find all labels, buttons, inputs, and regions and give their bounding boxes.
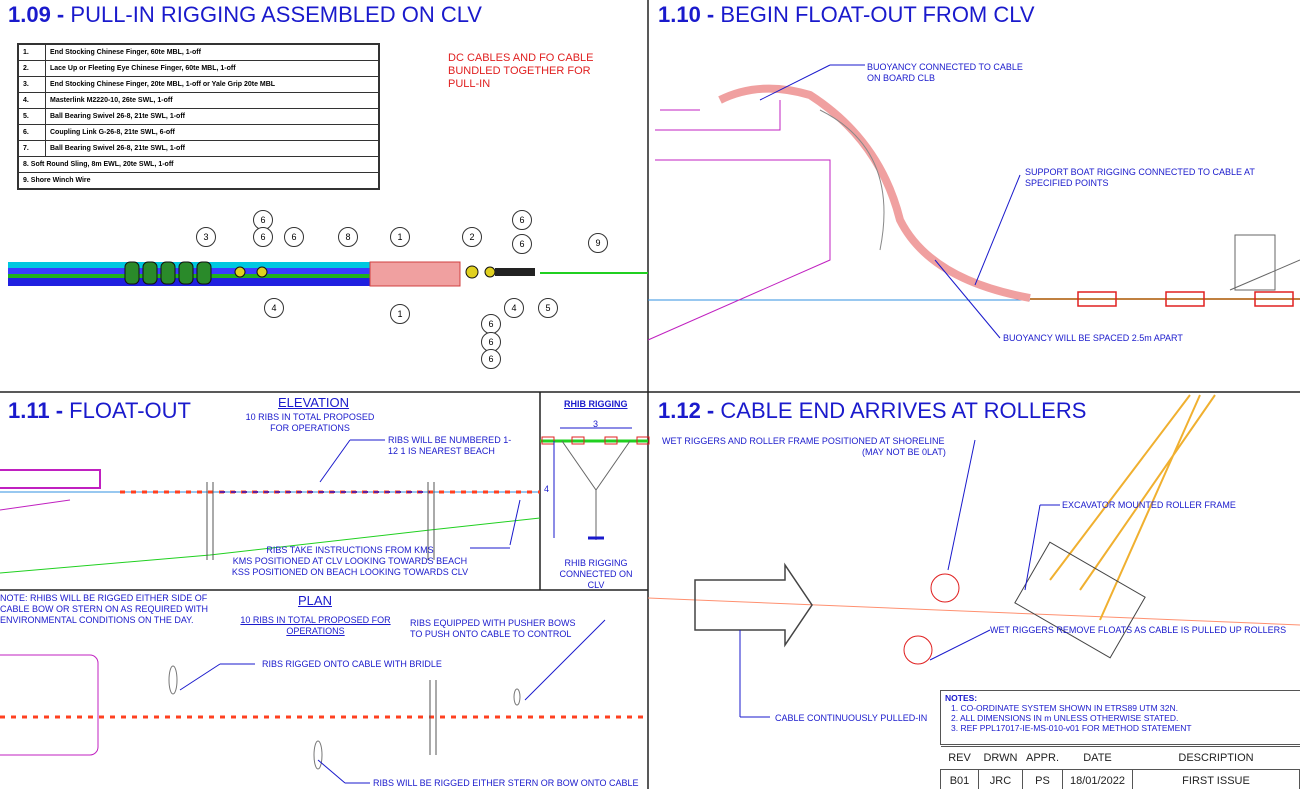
legend-number: 4. (17, 92, 46, 109)
legend-text: Lace Up or Fleeting Eye Chinese Finger, … (45, 60, 380, 77)
callout-bubble: 3 (196, 227, 216, 247)
callout-bubble: 2 (462, 227, 482, 247)
legend-row: 6.Coupling Link G-26-8, 21te SWL, 6-off (17, 124, 380, 141)
cable-end-rollers-drawing (647, 394, 1300, 718)
legend-row: 8. Soft Round Sling, 8m EWL, 20te SWL, 1… (17, 156, 380, 173)
plan-note: 10 RIBS IN TOTAL PROPOSED FOR OPERATIONS (240, 615, 391, 636)
callout-bubble: 8 (338, 227, 358, 247)
wet-riggers-sublabel: (MAY NOT BE 0LAT) (862, 447, 946, 457)
date-cell: 18/01/2022 (1062, 769, 1133, 789)
excavator-label: EXCAVATOR MOUNTED ROLLER FRAME (1062, 500, 1236, 510)
legend-row: 3.End Stocking Chinese Finger, 20te MBL,… (17, 76, 380, 93)
callout-bubble: 5 (538, 298, 558, 318)
legend-text: 8. Soft Round Sling, 8m EWL, 20te SWL, 1… (17, 156, 380, 173)
buoyancy-spacing-label: BUOYANCY WILL BE SPACED 2.5m APART (1003, 333, 1183, 343)
remove-floats-label: WET RIGGERS REMOVE FLOATS AS CABLE IS PU… (990, 625, 1287, 635)
panel-title-1-09: 1.09 - PULL-IN RIGGING ASSEMBLED ON CLV (8, 2, 482, 27)
rhib-width-dimension: 3 (593, 419, 599, 429)
rigging-legend-table: 1.End Stocking Chinese Finger, 60te MBL,… (17, 43, 380, 190)
description-cell: FIRST ISSUE (1132, 769, 1300, 789)
legend-row: 2.Lace Up or Fleeting Eye Chinese Finger… (17, 60, 380, 77)
legend-text: Masterlink M2220-10, 26te SWL, 1-off (45, 92, 380, 109)
wet-riggers-label: WET RIGGERS AND ROLLER FRAME POSITIONED … (662, 436, 945, 446)
callout-bubble: 6 (512, 234, 532, 254)
header-rev: REV (940, 746, 979, 770)
header-description: DESCRIPTION (1132, 746, 1300, 770)
legend-text: Ball Bearing Swivel 26-8, 21te SWL, 1-of… (45, 140, 380, 157)
callout-bubble: 6 (512, 210, 532, 230)
revision-row: B01 JRC PS 18/01/2022 FIRST ISSUE (940, 769, 1300, 789)
notes-box: NOTES: 1. CO-ORDINATE SYSTEM SHOWN IN ET… (940, 690, 1300, 745)
legend-number: 1. (17, 43, 46, 61)
header-appr: APPR. (1022, 746, 1063, 770)
legend-row: 5.Ball Bearing Swivel 26-8, 21te SWL, 1-… (17, 108, 380, 125)
header-drwn: DRWN (978, 746, 1023, 770)
legend-text: End Stocking Chinese Finger, 60te MBL, 1… (45, 43, 380, 61)
legend-number: 5. (17, 108, 46, 125)
note-item: 2. ALL DIMENSIONS IN m UNLESS OTHERWISE … (951, 713, 1179, 723)
drwn-cell: JRC (978, 769, 1023, 789)
pull-in-rigging-drawing (8, 261, 648, 287)
rhib-rigging-heading: RHIB RIGGING (564, 399, 628, 409)
header-date: DATE (1062, 746, 1133, 770)
support-boat-rigging-label: SUPPORT BOAT RIGGING CONNECTED TO CABLE … (1025, 167, 1255, 188)
float-out-clv-drawing (647, 64, 1300, 341)
legend-text: End Stocking Chinese Finger, 20te MBL, 1… (45, 76, 380, 93)
legend-text: Coupling Link G-26-8, 21te SWL, 6-off (45, 124, 380, 141)
callout-bubble: 1 (390, 304, 410, 324)
callout-bubble: 6 (481, 314, 501, 334)
notes-heading: NOTES: (945, 693, 978, 703)
kms-position-label: KMS POSITIONED AT CLV LOOKING TOWARDS BE… (232, 556, 468, 566)
legend-text: Ball Bearing Swivel 26-8, 21te SWL, 1-of… (45, 108, 380, 125)
legend-row: 7.Ball Bearing Swivel 26-8, 21te SWL, 1-… (17, 140, 380, 157)
buoyancy-connected-label: BUOYANCY CONNECTED TO CABLE ON BOARD CLB (867, 62, 1023, 83)
legend-number: 6. (17, 124, 46, 141)
legend-row: 4.Masterlink M2220-10, 26te SWL, 1-off (17, 92, 380, 109)
legend-row: 9. Shore Winch Wire (17, 172, 380, 190)
rev-cell: B01 (940, 769, 979, 789)
bundled-cables-note: DC CABLES AND FO CABLE BUNDLED TOGETHER … (448, 52, 594, 90)
callout-bubble: 6 (284, 227, 304, 247)
callout-bubble: 6 (481, 349, 501, 369)
note-item: 3. REF PPL17017-IE-MS-010-v01 FOR METHOD… (951, 723, 1192, 733)
callout-bubble: 4 (264, 298, 284, 318)
bridle-label: RIBS RIGGED ONTO CABLE WITH BRIDLE (262, 659, 442, 669)
callout-bubble: 6 (253, 227, 273, 247)
legend-text: 9. Shore Winch Wire (17, 172, 380, 190)
rhib-height-dimension: 4 (544, 484, 550, 494)
note-item: 1. CO-ORDINATE SYSTEM SHOWN IN ETRS89 UT… (951, 703, 1179, 713)
legend-number: 2. (17, 60, 46, 77)
appr-cell: PS (1022, 769, 1063, 789)
float-out-elevation-drawing (0, 427, 650, 574)
panel-title-1-12: 1.12 - CABLE END ARRIVES AT ROLLERS (658, 398, 1087, 423)
callout-bubble: 4 (504, 298, 524, 318)
callout-bubble: 9 (588, 233, 608, 253)
revision-table: REV DRWN APPR. DATE DESCRIPTION B01 JRC … (940, 746, 1300, 789)
elevation-heading: ELEVATION (278, 395, 350, 410)
panel-title-1-11: 1.11 - FLOAT-OUT (8, 398, 191, 423)
stern-bow-label: RIBS WILL BE RIGGED EITHER STERN OR BOW … (373, 778, 639, 788)
pulled-in-label: CABLE CONTINUOUSLY PULLED-IN (775, 713, 928, 723)
rhib-rigging-note: NOTE: RHIBS WILL BE RIGGED EITHER SIDE O… (0, 593, 209, 625)
panel-title-1-10: 1.10 - BEGIN FLOAT-OUT FROM CLV (658, 2, 1035, 27)
ribs-instructions-label: RIBS TAKE INSTRUCTIONS FROM KMS (266, 545, 434, 555)
ribs-numbered-label: RIBS WILL BE NUMBERED 1-12 1 IS NEAREST … (388, 435, 512, 456)
legend-row: 1.End Stocking Chinese Finger, 60te MBL,… (17, 43, 380, 61)
callout-bubble: 1 (390, 227, 410, 247)
pusher-bows-label: RIBS EQUIPPED WITH PUSHER BOWS TO PUSH O… (410, 618, 576, 639)
plan-heading: PLAN (298, 593, 332, 608)
rhib-rigging-caption: RHIB RIGGING CONNECTED ON CLV (559, 558, 633, 590)
float-out-plan-drawing (0, 619, 648, 784)
callout-bubble: 6 (253, 210, 273, 230)
kss-position-label: KSS POSITIONED ON BEACH LOOKING TOWARDS … (231, 567, 469, 577)
elevation-note: 10 RIBS IN TOTAL PROPOSED FOR OPERATIONS (245, 412, 375, 433)
legend-number: 7. (17, 140, 46, 157)
revision-header-row: REV DRWN APPR. DATE DESCRIPTION (940, 746, 1300, 770)
legend-number: 3. (17, 76, 46, 93)
